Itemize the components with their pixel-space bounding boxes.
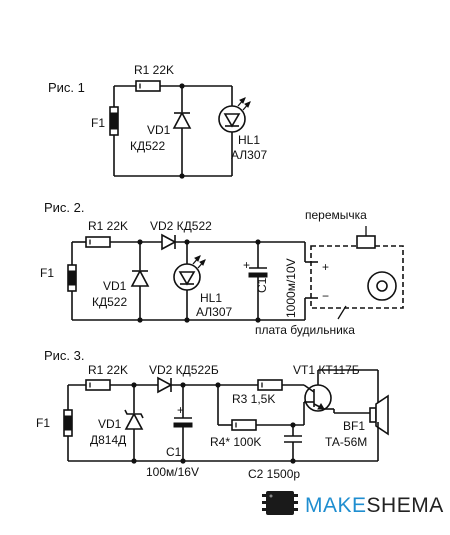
figure-1: Рис. 1 F1 R1 22K VD1 КД522 [48,63,267,179]
fig1-r1-label: R1 22K [134,63,174,77]
fig2-jumper [356,235,376,249]
fig3-title: Рис. 3. [44,348,85,363]
fig3-vd1-label: VD1 [98,417,122,431]
figure-2: Рис. 2. R1 22K VD2 КД522 F1 [40,200,404,337]
fig3-vd1-type: Д814Д [90,433,126,447]
fig3-buzzer-bf1: BF1 ТА-56М [325,394,389,449]
fig2-jumper-label: перемычка [305,208,367,222]
fig2-diode-vd1: VD1 КД522 [92,242,150,320]
fig3-bf1-label: BF1 [343,419,365,433]
fig2-board-plus: + [322,260,329,274]
fig3-capacitor-c2: C2 1500p [248,425,302,481]
fig1-vd1-label: VD1 [147,123,171,137]
fig3-transistor-vt1: VT1 КТ117Б [293,363,360,425]
fig3-c1-plus: + [177,403,184,417]
fig1-title: Рис. 1 [48,80,85,95]
fig2-board-minus: − [322,289,329,303]
fig3-zener-vd1: VD1 Д814Д [90,385,144,461]
fig2-vd1-label: VD1 [103,279,127,293]
fig2-title: Рис. 2. [44,200,85,215]
brand-make: MAKE [305,494,367,517]
fig3-fuse-label: F1 [36,416,50,430]
fig2-alarm-board: + − перемычка плата будильника [255,208,404,337]
fig2-hl1-label: HL1 [200,291,222,305]
brand-logo: MAKESHEMA [262,491,444,517]
fig3-r1-label: R1 22K [88,363,128,377]
fig3-r4-label: R4* 100K [210,435,261,449]
fig3-c2-label: C2 1500p [248,467,300,481]
figure-3: Рис. 3. R1 22K VD2 КД522Б R3 1,5K [36,348,389,481]
fig2-r1-label: R1 22K [88,219,128,233]
fig3-c1-value: 100м/16V [146,465,199,479]
fig1-fuse-label: F1 [91,116,105,130]
fig3-c1-label: C1 [166,445,182,459]
fig2-c1-label: C1 [255,277,269,293]
speaker-icon [367,271,397,301]
fig3-bf1-type: ТА-56М [325,435,367,449]
fig1-led-hl1: HL1 АЛ307 [218,86,267,176]
fig3-capacitor-c1: + C1 100м/16V [146,385,199,479]
fig1-hl1-label: HL1 [238,133,260,147]
fig1-fuse-f1: F1 [91,86,119,176]
fig1-diode-vd1: VD1 КД522 [130,86,192,176]
fig2-vd1-type: КД522 [92,295,127,309]
fig2-board-label: плата будильника [255,323,355,337]
fig2-vd2-label: VD2 КД522 [150,219,212,233]
fig3-vd2-label: VD2 КД522Б [149,363,219,377]
fig2-diode-vd2: VD2 КД522 [150,219,305,251]
brand-shema: SHEMA [367,494,444,517]
fig2-c1-plus: + [243,258,250,272]
fig3-resistor-r4: R4* 100K [210,419,304,449]
fig3-resistor-r3: R3 1,5K [232,379,304,406]
chip-icon [262,491,298,515]
fig2-hl1-type: АЛ307 [196,305,232,319]
fig2-fuse-label: F1 [40,266,54,280]
fig3-diode-vd2: VD2 КД522Б [149,363,258,394]
fig2-led-hl1: HL1 АЛ307 [173,242,232,320]
fig2-capacitor-c1: + C1 1000м/10V [243,242,298,320]
fig2-c1-value: 1000м/10V [284,258,298,318]
fig1-vd1-type: КД522 [130,139,165,153]
brand-text: MAKESHEMA [305,494,444,517]
fig1-hl1-type: АЛ307 [231,148,267,162]
fig3-r3-label: R3 1,5K [232,392,275,406]
fig2-fuse-f1: F1 [40,242,77,320]
fig3-fuse-f1: F1 [36,385,73,461]
